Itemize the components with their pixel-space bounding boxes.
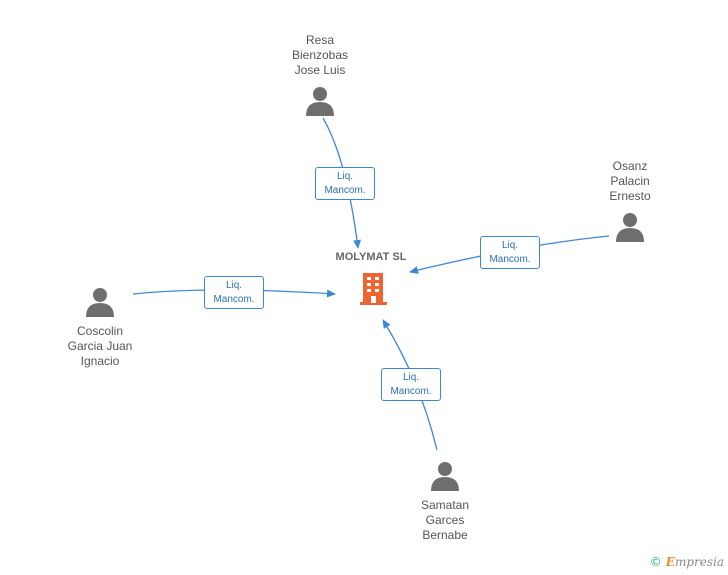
role-label-samatan[interactable]: Liq. Mancom.: [381, 368, 441, 401]
brand-footer[interactable]: ©Empresia: [650, 555, 724, 569]
role-label-osanz[interactable]: Liq. Mancom.: [480, 236, 540, 269]
person-node-resa[interactable]: Resa Bienzobas Jose Luis: [260, 33, 380, 116]
role-label-coscolin[interactable]: Liq. Mancom.: [204, 276, 264, 309]
person-node-samatan[interactable]: Samatan Garces Bernabe: [385, 461, 505, 543]
person-name: Osanz Palacin Ernesto: [609, 159, 651, 203]
company-name[interactable]: MOLYMAT SL: [335, 251, 407, 263]
person-name: Resa Bienzobas Jose Luis: [291, 33, 349, 77]
person-icon: [616, 213, 644, 242]
person-node-osanz[interactable]: Osanz Palacin Ernesto: [570, 159, 690, 242]
person-icon: [431, 462, 459, 491]
person-icon: [306, 87, 334, 116]
person-node-coscolin[interactable]: Coscolin Garcia Juan Ignacio: [40, 287, 160, 369]
role-label-resa[interactable]: Liq. Mancom.: [315, 167, 375, 200]
building-icon[interactable]: [358, 272, 390, 306]
copyright-icon: ©: [649, 555, 662, 569]
brand-name: mpresia: [674, 555, 724, 569]
person-name: Samatan Garces Bernabe: [420, 498, 470, 542]
person-icon: [86, 288, 114, 317]
person-name: Coscolin Garcia Juan Ignacio: [67, 324, 133, 368]
brand-initial: E: [665, 555, 675, 569]
